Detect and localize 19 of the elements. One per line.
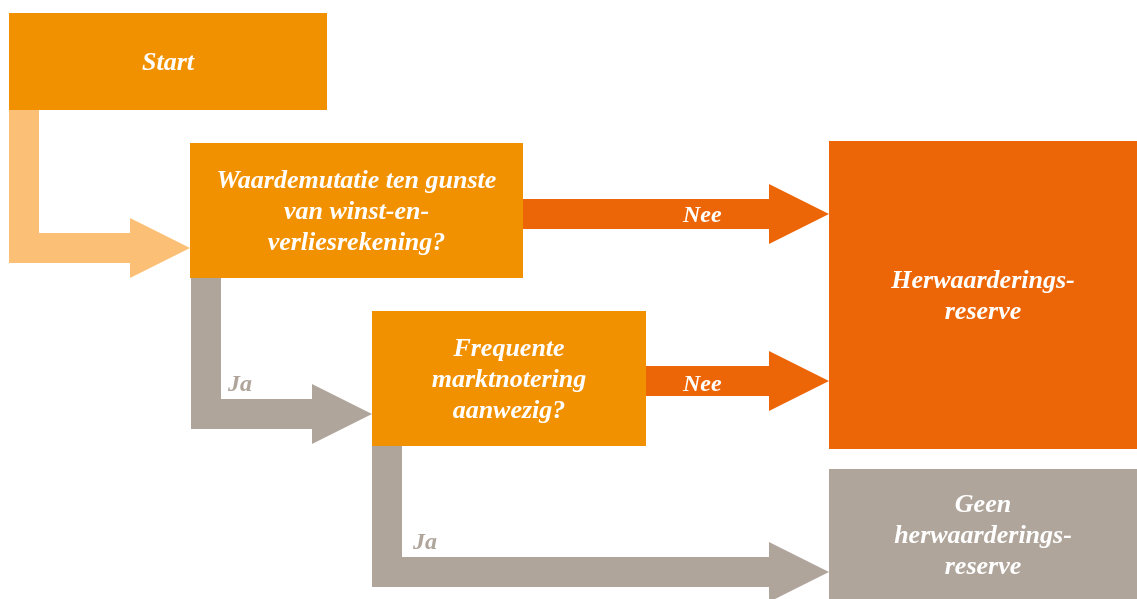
start-box [9, 13, 327, 110]
edge-label: Nee [683, 200, 722, 228]
node-text: Start [141, 46, 196, 77]
decision-box [190, 143, 523, 278]
outcome-box [829, 469, 1137, 599]
edge-label: Ja [413, 527, 437, 555]
block-arrow [523, 184, 829, 244]
node-text: Geen herwaarderings-reserve [893, 487, 1073, 581]
block-arrow [646, 351, 829, 411]
node-text: Herwaarderings-reserve [890, 264, 1076, 326]
edge-label: Ja [228, 369, 252, 397]
node-text: Frequente marktnotering aanwezig? [430, 332, 588, 425]
decision-box [372, 311, 646, 446]
block-arrow [372, 446, 829, 599]
outcome-box [829, 141, 1137, 449]
node-text: Waardemutatie ten gunste van winst-en-verliesrekening? [215, 164, 498, 257]
block-arrow [191, 278, 372, 444]
edge-label: Nee [683, 369, 722, 397]
block-arrow [9, 110, 190, 278]
